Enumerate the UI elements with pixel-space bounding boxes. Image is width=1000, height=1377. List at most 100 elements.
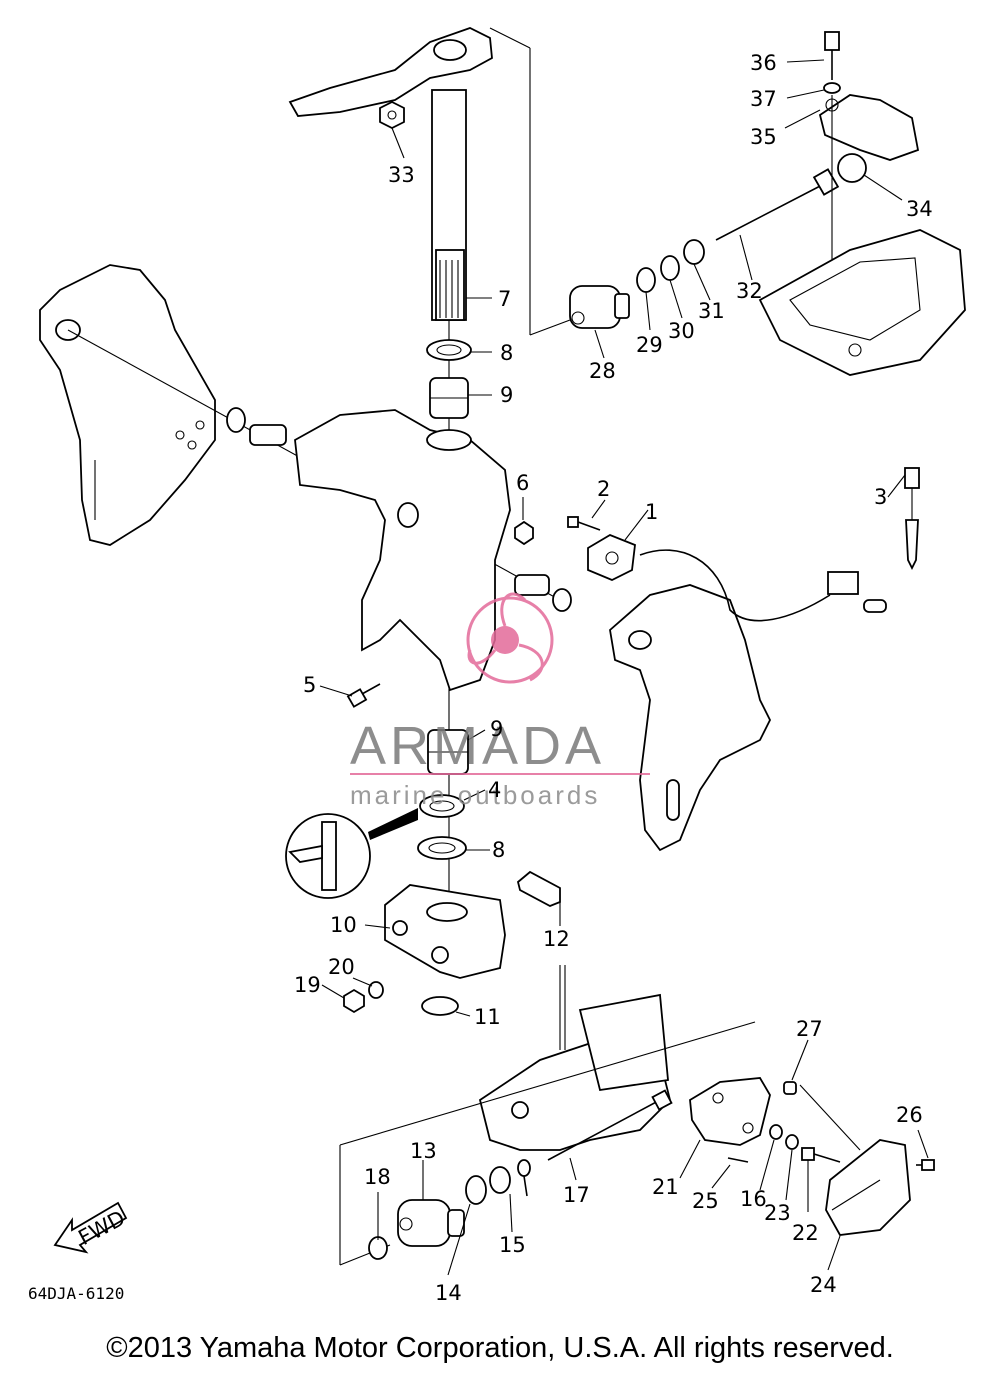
bushing-left <box>249 424 287 446</box>
callout-18: 18 <box>364 1165 391 1189</box>
screw-2 <box>567 516 601 531</box>
callout-23: 23 <box>764 1201 791 1225</box>
callout-5: 5 <box>303 673 316 697</box>
callout-16: 16 <box>740 1187 767 1211</box>
callout-28: 28 <box>589 359 616 383</box>
washer-left <box>226 407 246 433</box>
callout-14: 14 <box>435 1281 462 1305</box>
bolt-22 <box>801 1147 841 1163</box>
screw-25 <box>727 1157 749 1163</box>
washer-8-upper <box>426 339 472 361</box>
washer-8-lower <box>417 836 467 860</box>
lower-mount-housing <box>478 965 671 1151</box>
callout-15: 15 <box>499 1233 526 1257</box>
callout-10: 10 <box>330 913 357 937</box>
detail-magnifier <box>285 808 418 899</box>
nut-19 <box>343 988 365 1014</box>
plate-12 <box>516 870 561 907</box>
callout-27: 27 <box>796 1017 823 1041</box>
steering-yoke <box>384 884 506 979</box>
callout-8-upper: 8 <box>500 341 513 365</box>
washer-15 <box>489 1166 511 1194</box>
bolt-36 <box>824 31 840 80</box>
cover-24 <box>825 1139 911 1236</box>
callout-7: 7 <box>498 287 511 311</box>
steering-shaft <box>431 89 467 900</box>
washer-30 <box>660 255 680 281</box>
watermark-subtitle: marine outboards <box>350 780 600 810</box>
callout-37: 37 <box>750 87 777 111</box>
callout-9-upper: 9 <box>500 383 513 407</box>
callout-6: 6 <box>516 471 529 495</box>
callout-35: 35 <box>750 125 777 149</box>
callout-4: 4 <box>488 778 501 802</box>
callout-17: 17 <box>563 1183 590 1207</box>
diagram-code: 64DJA-6120 <box>28 1284 124 1303</box>
callout-26: 26 <box>896 1103 923 1127</box>
bolt-32 <box>715 168 840 241</box>
bushing-right <box>514 574 550 596</box>
washer-37 <box>823 82 841 94</box>
callout-20: 20 <box>328 955 355 979</box>
callouts: 1 2 3 4 5 6 7 8 8 9 9 10 11 12 13 14 15 … <box>294 51 933 1305</box>
leader-lines <box>319 59 929 1276</box>
circlip-11 <box>421 996 459 1016</box>
watermark-title: ARMADA <box>350 716 605 776</box>
bottom-cowling <box>758 229 966 376</box>
rubber-mount-28 <box>569 285 630 329</box>
callout-11: 11 <box>474 1005 501 1029</box>
callout-31: 31 <box>698 299 725 323</box>
washer-16 <box>769 1124 783 1140</box>
washer-right <box>552 588 572 612</box>
washer-29 <box>636 267 656 293</box>
cable-tie <box>904 467 920 571</box>
clamp-35 <box>818 94 920 161</box>
callout-19: 19 <box>294 973 321 997</box>
callout-1: 1 <box>645 500 658 524</box>
trim-sensor <box>587 533 636 581</box>
callout-22: 22 <box>792 1221 819 1245</box>
rubber-mount-13 <box>397 1199 465 1247</box>
callout-29: 29 <box>636 333 663 357</box>
nut-33 <box>379 100 405 130</box>
callout-9-lower: 9 <box>490 717 503 741</box>
callout-12: 12 <box>543 927 570 951</box>
fwd-arrow: FWD <box>53 1201 129 1254</box>
washer-31 <box>683 239 705 265</box>
ground-lead <box>517 1159 531 1197</box>
clamp-bracket-left <box>39 264 216 546</box>
callout-2: 2 <box>597 477 610 501</box>
copyright-notice: ©2013 Yamaha Motor Corporation, U.S.A. A… <box>106 1332 894 1364</box>
swivel-bracket <box>294 409 511 692</box>
callout-34: 34 <box>906 197 933 221</box>
washer-23 <box>785 1134 799 1150</box>
nut-6 <box>514 520 534 546</box>
callout-25: 25 <box>692 1189 719 1213</box>
callout-36: 36 <box>750 51 777 75</box>
watermark: ARMADA marine outboards <box>350 592 650 810</box>
callout-8-lower: 8 <box>492 838 505 862</box>
callout-24: 24 <box>810 1273 837 1297</box>
callout-13: 13 <box>410 1139 437 1163</box>
washer-18 <box>368 1236 388 1260</box>
connector-cap <box>863 599 887 613</box>
connector <box>827 571 859 595</box>
grommet-27 <box>783 1081 797 1095</box>
bracket-21 <box>689 1077 771 1146</box>
sensor-cable <box>639 549 831 622</box>
washer-20 <box>368 981 384 999</box>
callout-30: 30 <box>668 319 695 343</box>
callout-21: 21 <box>652 1175 679 1199</box>
bolt-5 <box>346 683 381 708</box>
callout-32: 32 <box>736 279 763 303</box>
collar-34 <box>837 153 867 183</box>
seal-4 <box>419 794 465 818</box>
washer-14 <box>465 1175 487 1205</box>
callout-3: 3 <box>874 485 887 509</box>
clamp-bracket-right <box>609 584 772 852</box>
callout-33: 33 <box>388 163 415 187</box>
through-bolt-17 <box>547 1089 673 1161</box>
screw-26 <box>916 1159 935 1171</box>
bushing-9-upper <box>429 377 469 419</box>
